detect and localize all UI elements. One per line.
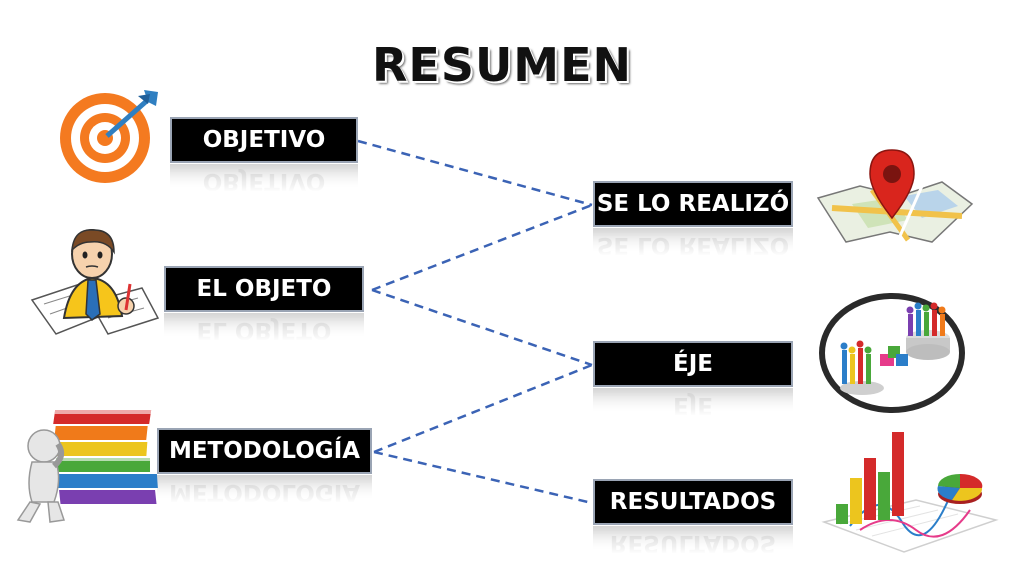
bar-chart-icon (821, 432, 999, 553)
box-objetivo: OBJETIVO (170, 117, 358, 163)
books-icon (16, 410, 158, 523)
box-el-objeto-reflection: EL OBJETO (164, 313, 364, 343)
target-icon (60, 90, 158, 183)
box-metodologia: METODOLOGÍA (157, 428, 372, 474)
box-el-objeto: EL OBJETO (164, 266, 364, 312)
box-se-lo-realizo: SE LO REALIZÓ (593, 181, 793, 227)
box-resultados: RESULTADOS (593, 479, 793, 525)
connector-objeto-realizo (371, 203, 593, 292)
page-title: RESUMEN (371, 38, 633, 92)
box-objetivo-reflection: OBJETIVO (170, 164, 358, 194)
connector-metodologia-resultados (373, 450, 593, 505)
box-eje-reflection: ÉJE (593, 388, 793, 418)
connector-metodologia-eje (373, 363, 593, 454)
teamwork-icon (819, 293, 965, 413)
connector-objetivo-realizo (357, 139, 593, 207)
student-icon (30, 229, 160, 335)
box-se-lo-realizo-reflection: SE LO REALIZÓ (593, 228, 793, 258)
map-pin-icon (816, 149, 974, 243)
box-resultados-reflection: RESULTADOS (593, 526, 793, 556)
box-eje: ÉJE (593, 341, 793, 387)
box-metodologia-reflection: METODOLOGÍA (157, 475, 372, 505)
connector-objeto-eje (371, 288, 593, 367)
